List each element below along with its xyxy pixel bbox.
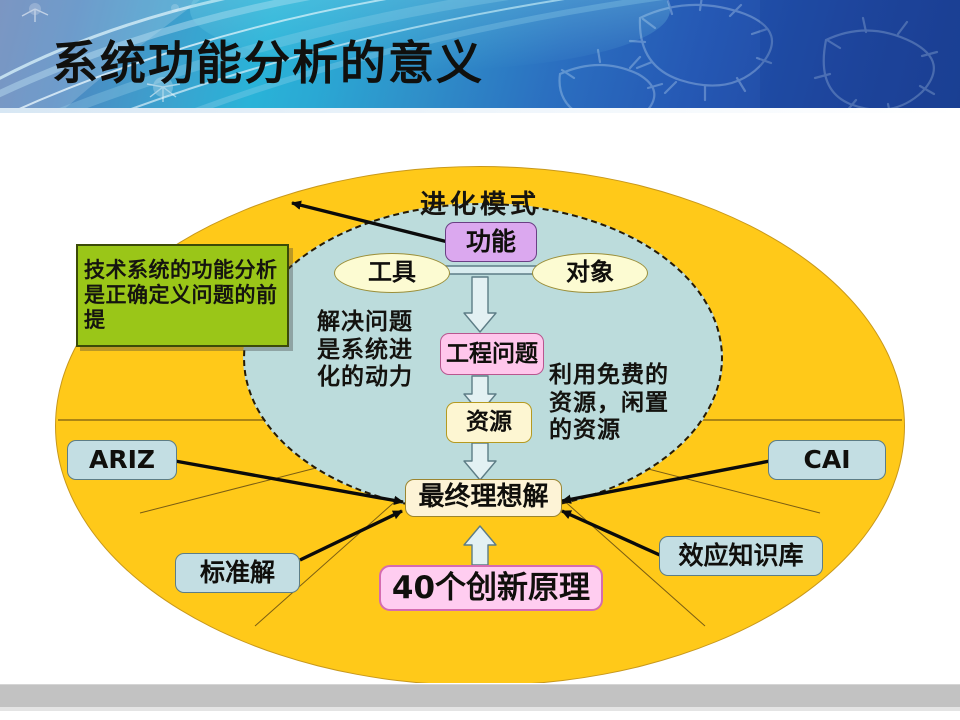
callout-box-function-analysis[interactable]: 技术系统的功能分析是正确定义问题的前提 (76, 244, 289, 347)
header-underline (0, 108, 960, 113)
node-function[interactable]: 功能 (445, 222, 537, 262)
node-effects-knowledge-base[interactable]: 效应知识库 (659, 536, 823, 576)
diagram-canvas: 进化模式 (0, 113, 960, 686)
node-tool[interactable]: 工具 (334, 253, 450, 293)
node-cai[interactable]: CAI (768, 440, 886, 480)
node-40-principles[interactable]: 40个创新原理 (379, 565, 603, 611)
node-engineering-problem[interactable]: 工程问题 (440, 333, 544, 375)
note-left-driving-force: 解决问题 是系统进 化的动力 (317, 309, 413, 391)
page-title: 系统功能分析的意义 (52, 36, 484, 90)
note-right-free-resources: 利用免费的 资源，闲置 的资源 (549, 362, 669, 444)
node-ideal-result[interactable]: 最终理想解 (405, 479, 562, 517)
node-ariz[interactable]: ARIZ (67, 440, 177, 480)
node-standard-solution[interactable]: 标准解 (175, 553, 300, 593)
node-object[interactable]: 对象 (532, 253, 648, 293)
node-resource[interactable]: 资源 (446, 402, 532, 443)
bottom-status-bar (0, 684, 960, 709)
ring-title-evolution-model: 进化模式 (419, 190, 540, 220)
bottom-status-bar-shadow (0, 707, 960, 711)
callout-text: 技术系统的功能分析是正确定义问题的前提 (84, 258, 278, 332)
slide-header-banner: 系统功能分析的意义 (0, 0, 960, 113)
